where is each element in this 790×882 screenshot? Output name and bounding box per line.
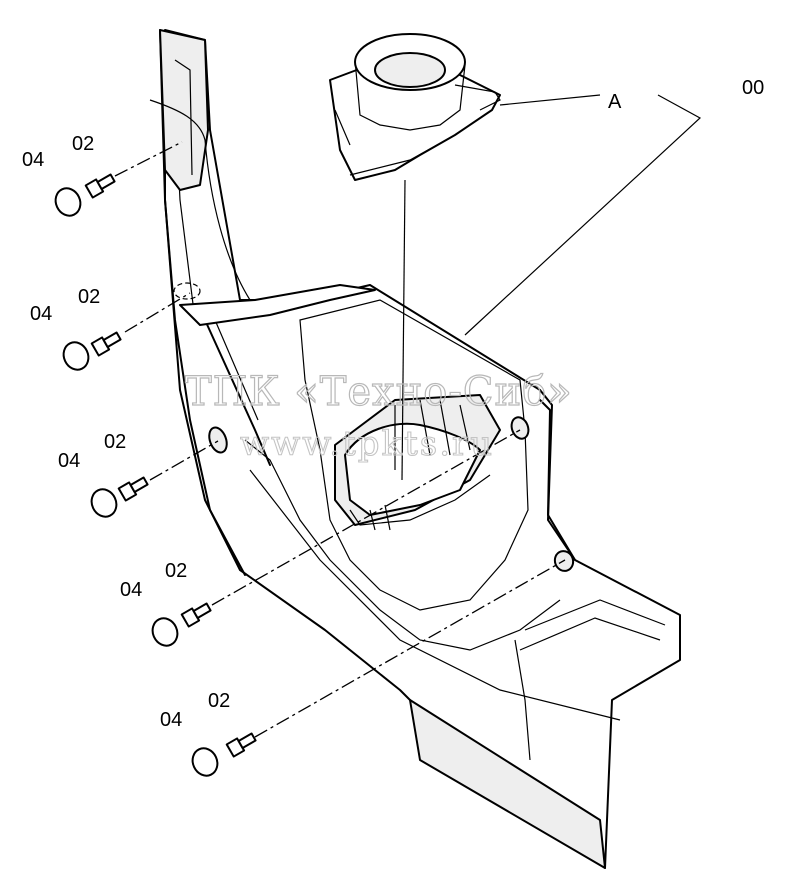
screw-1 — [84, 173, 116, 199]
cup-holder-insert — [329, 33, 501, 181]
callout-02: 02 — [165, 560, 187, 582]
watermark-company: ТПК «Техно-Сиб» — [185, 369, 573, 415]
leaders — [464, 94, 702, 336]
screw-2 — [90, 331, 122, 357]
callout-04: 04 — [30, 303, 52, 325]
caps — [54, 187, 219, 777]
screw-4 — [180, 602, 212, 628]
callout-04: 04 — [160, 709, 182, 731]
screw-5 — [225, 732, 257, 758]
mounting-bosses — [173, 282, 575, 572]
callout-04: 04 — [58, 450, 80, 472]
callout-00: 00 — [742, 77, 764, 99]
callout-02: 02 — [78, 286, 100, 308]
callout-02: 02 — [104, 431, 126, 453]
watermark-url: www.tpkts.ru — [240, 424, 494, 464]
callout-02: 02 — [208, 690, 230, 712]
screw-3 — [117, 476, 149, 502]
insert-center-line — [401, 179, 406, 481]
cup-holder-recess — [334, 394, 501, 531]
callout-04: 04 — [120, 579, 142, 601]
callout-02: 02 — [72, 133, 94, 155]
fastener-axes — [114, 141, 566, 738]
callout-04: 04 — [22, 149, 44, 171]
callout-a: A — [608, 91, 622, 113]
screws — [84, 173, 257, 758]
